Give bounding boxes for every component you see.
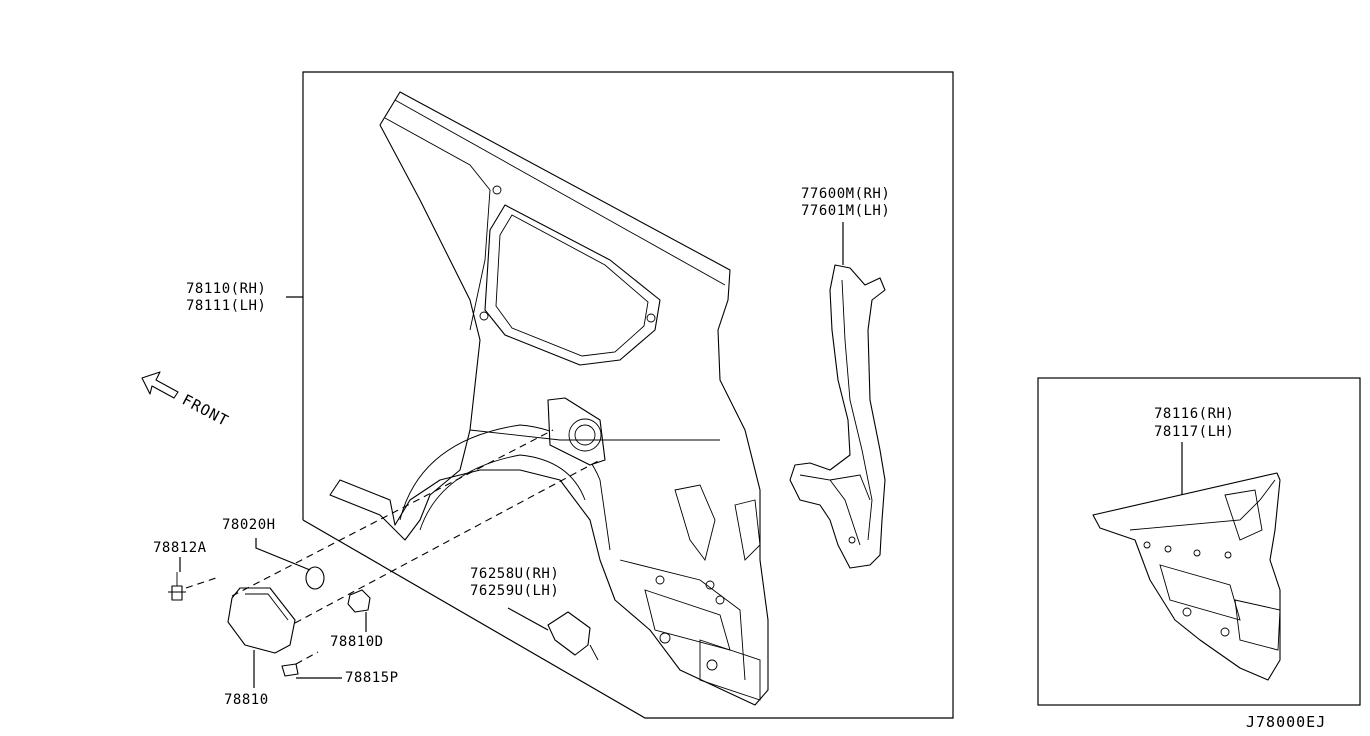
screw-drawing: [168, 572, 186, 601]
seal-drawing: [305, 566, 325, 590]
inset-part-drawing: [1092, 472, 1281, 681]
label-bracket-lh: 76259U(LH): [470, 583, 559, 599]
front-arrow-icon: [141, 371, 179, 399]
label-seal: 78020H: [222, 517, 276, 533]
label-inset-part-lh: 78117(LH): [1154, 424, 1234, 440]
label-fuel-lid-base: 78810D: [330, 634, 384, 650]
label-bracket-rh: 76258U(RH): [470, 566, 559, 582]
label-fuel-lid-spring: 78815P: [345, 670, 399, 686]
pillar-drawing: [789, 264, 886, 569]
fuel-lid-base-drawing: [347, 589, 371, 613]
diagram-code: J78000EJ: [1246, 713, 1326, 731]
label-inset-part-rh: 78116(RH): [1154, 406, 1234, 422]
label-pillar-lh: 77601M(LH): [801, 203, 890, 219]
dashed-guides: [185, 429, 601, 665]
main-frame: [302, 71, 954, 719]
label-screw: 78812A: [153, 540, 207, 556]
label-pillar-rh: 77600M(RH): [801, 186, 890, 202]
label-fuel-lid: 78810: [224, 692, 269, 708]
quarter-panel-drawing: [329, 91, 769, 706]
leader-lines: [179, 222, 1183, 688]
inset-frame: [1037, 377, 1361, 706]
front-marker: FRONT: [179, 391, 232, 430]
spring-drawing: [281, 663, 299, 677]
label-quarter-panel-rh: 78110(RH): [186, 281, 266, 297]
label-quarter-panel-lh: 78111(LH): [186, 298, 266, 314]
fuel-lid-drawing: [227, 587, 296, 654]
bracket-drawing: [547, 611, 599, 661]
